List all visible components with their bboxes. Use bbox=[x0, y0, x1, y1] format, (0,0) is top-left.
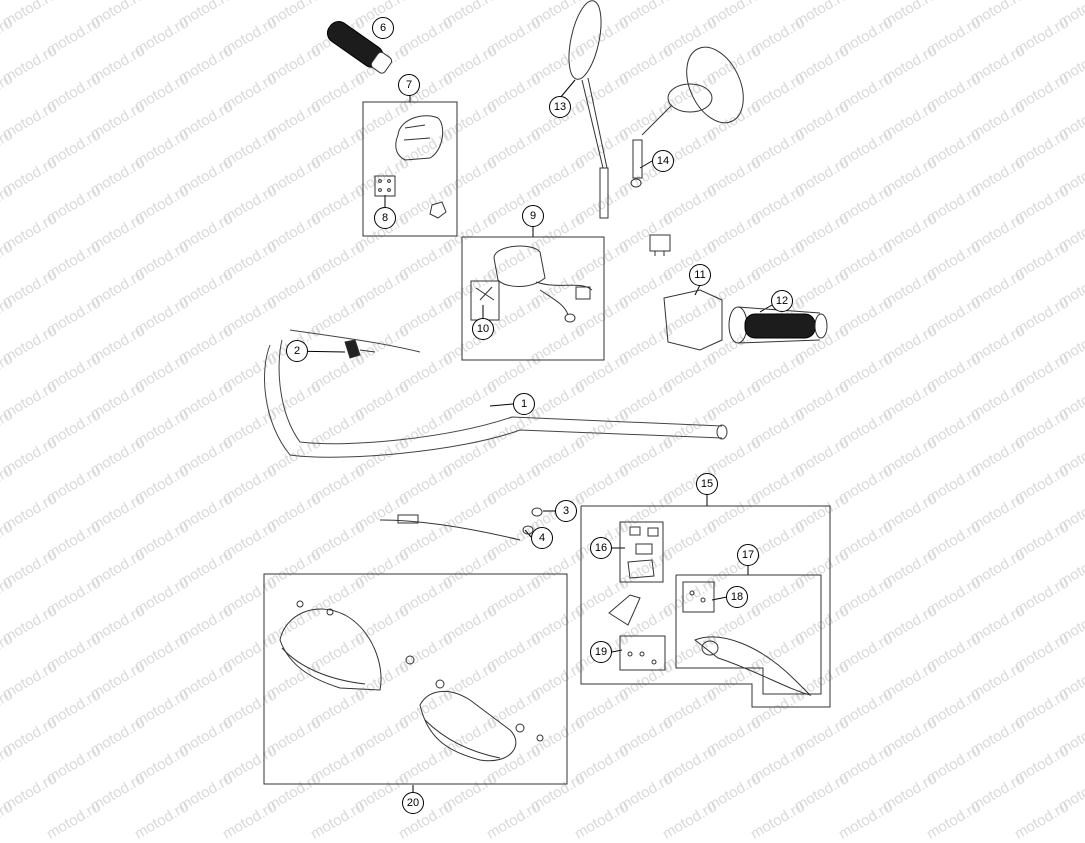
leader-lines bbox=[287, 79, 773, 792]
callout-2: 2 bbox=[286, 340, 308, 362]
bar-end-weight bbox=[344, 339, 376, 359]
callout-20: 20 bbox=[402, 792, 424, 814]
callout-3: 3 bbox=[555, 500, 577, 522]
callout-15: 15 bbox=[696, 473, 718, 495]
callout-6: 6 bbox=[372, 17, 394, 39]
switch-9 bbox=[475, 245, 593, 323]
diagram-drawing bbox=[263, 0, 831, 792]
master-cylinder-16 bbox=[608, 526, 659, 665]
connector-11 bbox=[649, 234, 671, 256]
callout-14: 14 bbox=[652, 150, 674, 172]
callout-11: 11 bbox=[689, 264, 711, 286]
mirror-right bbox=[630, 46, 744, 188]
callout-9: 9 bbox=[522, 205, 544, 227]
switch-housing-7 bbox=[374, 115, 447, 219]
callout-13: 13 bbox=[549, 96, 571, 118]
callout-10: 10 bbox=[472, 318, 494, 340]
handlebar bbox=[264, 329, 728, 458]
grip-left bbox=[326, 21, 393, 74]
callout-4: 4 bbox=[531, 527, 553, 549]
group-frames bbox=[263, 101, 831, 785]
throttle-assembly bbox=[663, 289, 828, 351]
callout-16: 16 bbox=[590, 537, 612, 559]
callout-19: 19 bbox=[590, 641, 612, 663]
mirror-left bbox=[568, 0, 609, 219]
callout-1: 1 bbox=[513, 393, 535, 415]
callout-17: 17 bbox=[737, 544, 759, 566]
clamp-hardware bbox=[379, 507, 543, 541]
callout-8: 8 bbox=[374, 207, 396, 229]
callout-18: 18 bbox=[726, 586, 748, 608]
callout-12: 12 bbox=[771, 290, 793, 312]
brake-lever-17 bbox=[689, 590, 812, 696]
callout-7: 7 bbox=[398, 74, 420, 96]
handguards-20 bbox=[279, 600, 544, 762]
